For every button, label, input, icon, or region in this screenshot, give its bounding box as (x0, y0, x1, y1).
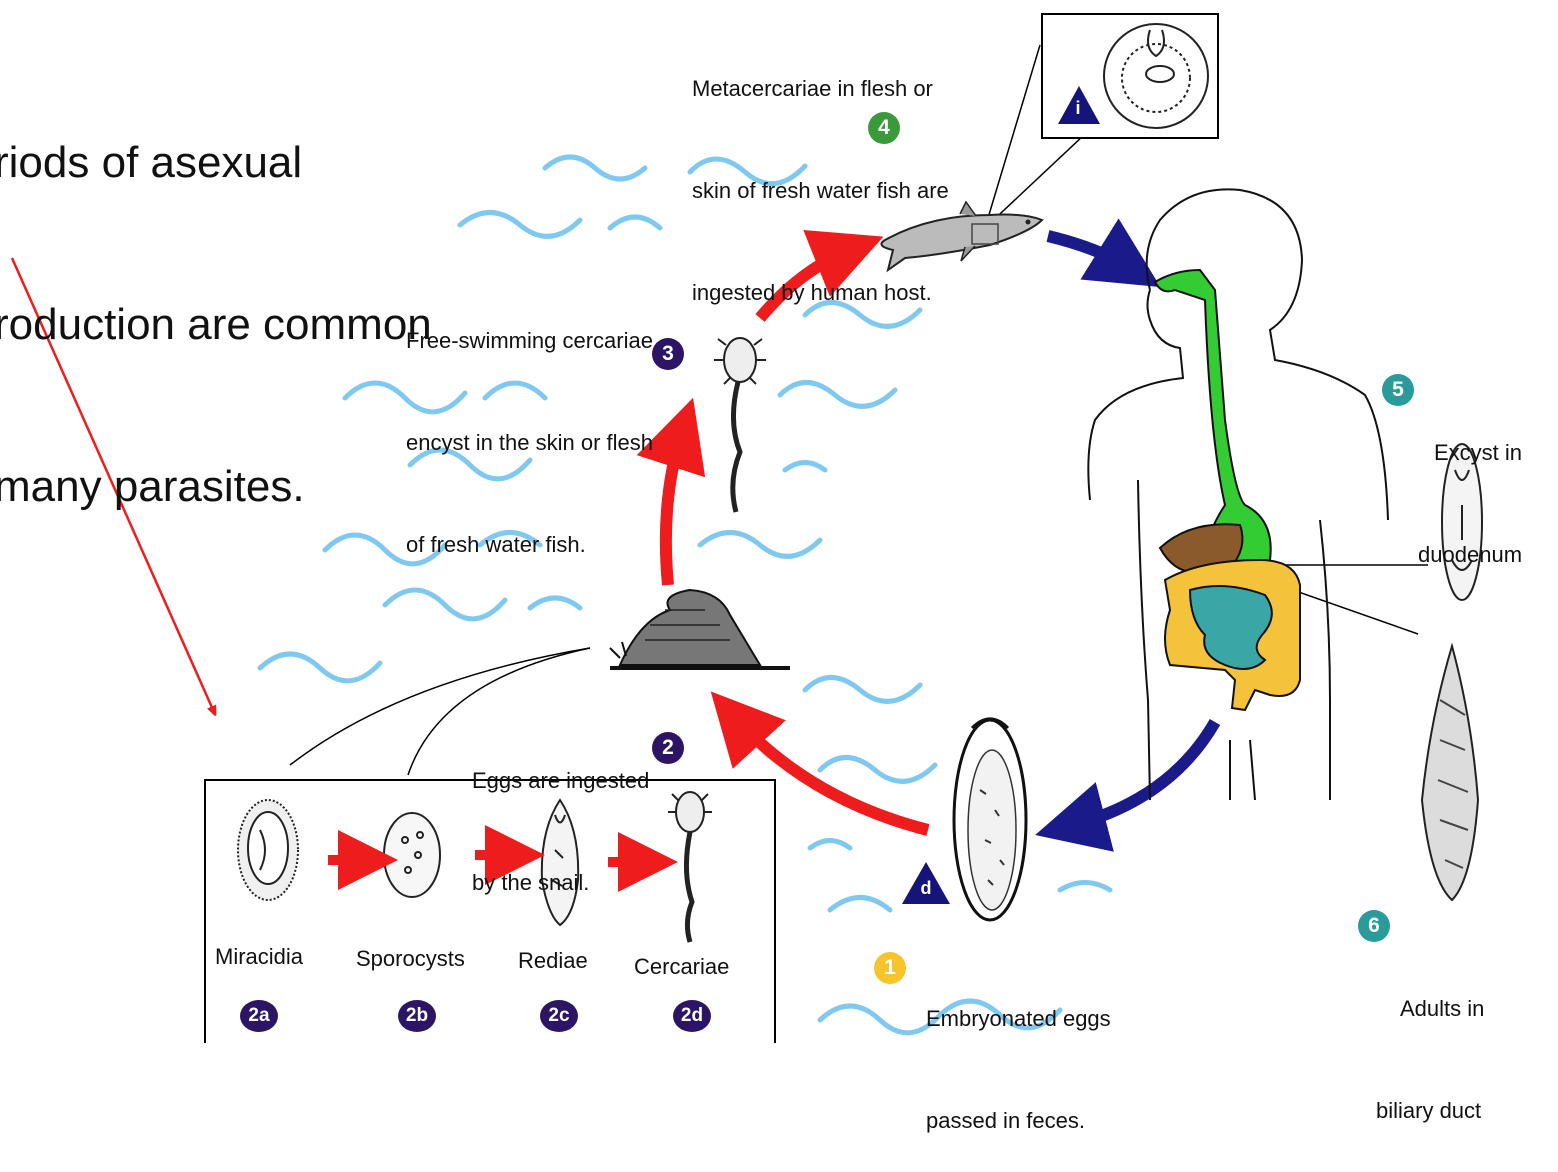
egg-image (954, 719, 1026, 920)
cercaria-image (714, 338, 766, 512)
excyst-label: Excyst in duodenum (1412, 368, 1522, 606)
sporocyst-image (384, 813, 440, 897)
sporocysts-label: Sporocysts (356, 946, 465, 972)
cercariae-label: Cercariae (634, 954, 729, 980)
eggs-ingested-label: Eggs are ingested by the snail. (472, 696, 649, 934)
step-2-badge: 2 (652, 732, 684, 764)
diagnostic-stage-marker: d (914, 876, 938, 900)
step-4-badge: 4 (868, 112, 900, 144)
infective-stage-marker: i (1066, 96, 1090, 120)
adults-label: Adults in biliary duct (1376, 924, 1484, 1162)
slide-text-line-1: riods of asexual (0, 136, 560, 190)
step-5-badge: 5 (1382, 374, 1414, 406)
step-2b-badge: 2b (398, 1000, 436, 1032)
miracidium-image (238, 800, 298, 900)
metacercariae-label: Metacercariae in flesh or skin of fresh … (692, 4, 949, 344)
rediae-label: Rediae (518, 948, 588, 974)
embryonated-eggs-label: Embryonated eggs passed in feces. (926, 934, 1111, 1172)
step-3-badge: 3 (652, 338, 684, 370)
step-2d-badge: 2d (673, 1000, 711, 1032)
digestive-system (1155, 270, 1300, 710)
step-2c-badge: 2c (540, 1000, 578, 1032)
miracidia-label: Miracidia (215, 944, 303, 970)
adult-fluke-image (1422, 646, 1478, 900)
snail-image (610, 590, 790, 668)
cercariae-encyst-label: Free-swimming cercariae encyst in the sk… (406, 256, 653, 596)
step-1-badge: 1 (874, 952, 906, 984)
step-2a-badge: 2a (240, 1000, 278, 1032)
